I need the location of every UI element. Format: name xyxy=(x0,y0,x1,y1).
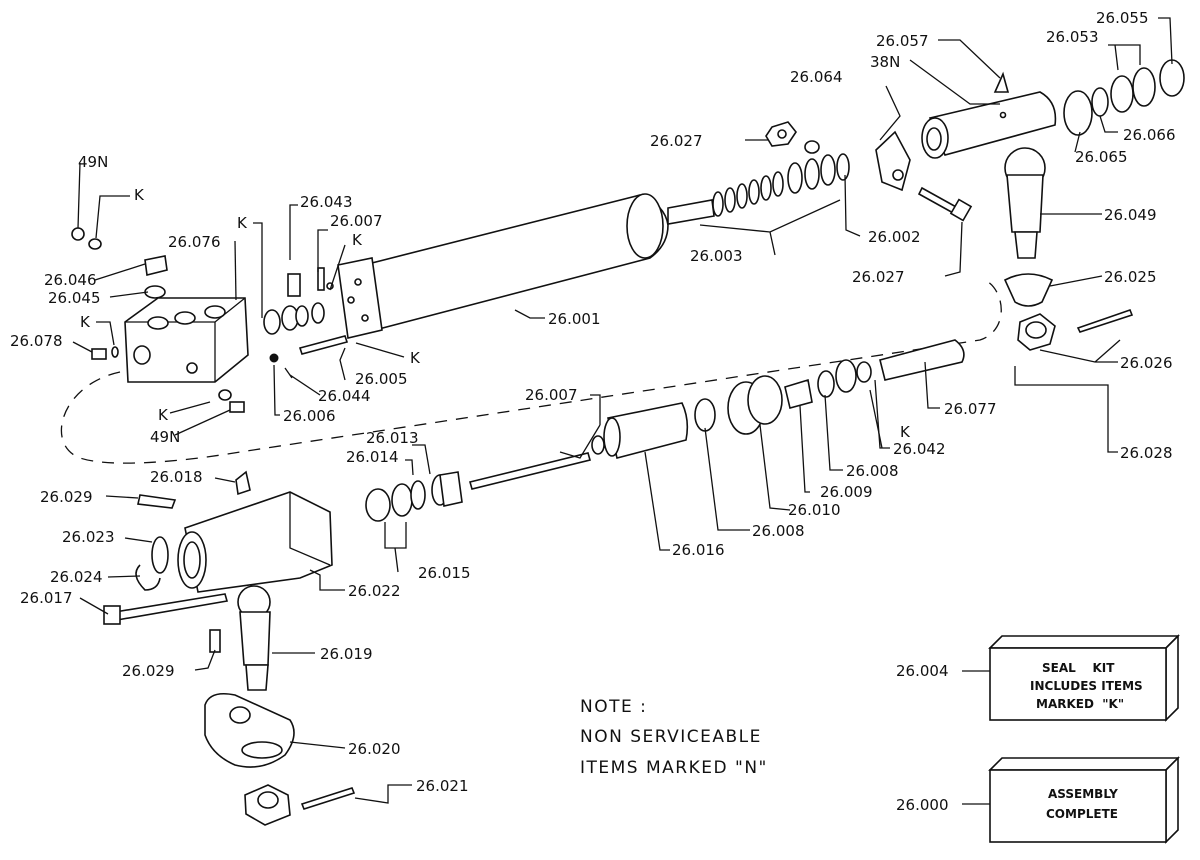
leader-lines xyxy=(72,17,1173,805)
seal-kit-box: SEAL KIT INCLUDES ITEMS MARKED "K" xyxy=(988,634,1180,722)
label-26-008-b: 26.008 xyxy=(752,522,805,540)
label-26-022: 26.022 xyxy=(348,582,401,600)
label-26-057: 26.057 xyxy=(876,32,929,50)
label-26-055: 26.055 xyxy=(1096,9,1149,27)
assembly-dashed-path xyxy=(60,279,1002,464)
label-26-042: 26.042 xyxy=(893,440,946,458)
label-49n-bottom: 49N xyxy=(150,428,180,446)
label-26-029-top: 26.029 xyxy=(40,488,93,506)
label-38n: 38N xyxy=(870,53,900,71)
label-26-064: 26.064 xyxy=(790,68,843,86)
dust-boot-right xyxy=(1003,273,1054,307)
label-26-007-upper: 26.007 xyxy=(330,212,383,230)
label-26-014: 26.014 xyxy=(346,448,399,466)
label-26-007-lower: 26.007 xyxy=(525,386,578,404)
label-26-065: 26.065 xyxy=(1075,148,1128,166)
clevis-bolt xyxy=(917,186,973,222)
label-26-027-top: 26.027 xyxy=(650,132,703,150)
cotter-pin-right xyxy=(1076,308,1134,333)
label-26-076: 26.076 xyxy=(168,233,221,251)
label-k-cylinder: K xyxy=(410,349,421,367)
lower-bracket xyxy=(204,692,295,768)
label-26-018: 26.018 xyxy=(150,468,203,486)
cotter-pin-lower xyxy=(300,787,356,810)
label-26-029-bottom: 26.029 xyxy=(122,662,175,680)
assembly-line-1: ASSEMBLY xyxy=(1048,787,1118,801)
label-26-043: 26.043 xyxy=(300,193,353,211)
cylinder-body xyxy=(337,193,715,339)
label-26-066: 26.066 xyxy=(1123,126,1176,144)
label-26-044: 26.044 xyxy=(318,387,371,405)
label-26-003: 26.003 xyxy=(690,247,743,265)
label-26-021: 26.021 xyxy=(416,777,469,795)
label-k-piston: K xyxy=(237,214,248,232)
end-plug-parts xyxy=(365,471,463,522)
piston-small-parts xyxy=(263,267,349,379)
label-26-017: 26.017 xyxy=(20,589,73,607)
label-26-046: 26.046 xyxy=(44,271,97,289)
label-26-023: 26.023 xyxy=(62,528,115,546)
tie-rod-bolt xyxy=(103,593,229,625)
ball-stud-right xyxy=(1004,147,1046,259)
label-26-006: 26.006 xyxy=(283,407,336,425)
label-26-010: 26.010 xyxy=(788,501,841,519)
label-26-078: 26.078 xyxy=(10,332,63,350)
label-26-026: 26.026 xyxy=(1120,354,1173,372)
label-k-left: K xyxy=(80,313,91,331)
seal-kit-line-2: INCLUDES ITEMS xyxy=(1030,679,1143,693)
piston-rings xyxy=(712,121,850,217)
label-26-013: 26.013 xyxy=(366,429,419,447)
label-26-004: 26.004 xyxy=(896,662,949,680)
end-tube xyxy=(921,71,1057,159)
label-k-spool: K xyxy=(900,423,911,441)
label-26-024: 26.024 xyxy=(50,568,103,586)
label-26-077: 26.077 xyxy=(944,400,997,418)
label-26-020: 26.020 xyxy=(348,740,401,758)
label-26-000: 26.000 xyxy=(896,796,949,814)
label-26-016: 26.016 xyxy=(672,541,725,559)
assembly-complete-box: ASSEMBLY COMPLETE xyxy=(988,756,1180,844)
label-k-rod: K xyxy=(352,231,363,249)
label-26-001: 26.001 xyxy=(548,310,601,328)
label-26-002: 26.002 xyxy=(868,228,921,246)
label-k-valve-top: K xyxy=(134,186,145,204)
note-line-2: NON SERVICEABLE xyxy=(580,727,762,747)
note-block: NOTE : NON SERVICEABLE ITEMS MARKED "N" xyxy=(580,697,768,778)
note-line-3: ITEMS MARKED "N" xyxy=(580,758,768,778)
label-26-009: 26.009 xyxy=(820,483,873,501)
label-26-053: 26.053 xyxy=(1046,28,1099,46)
label-26-028: 26.028 xyxy=(1120,444,1173,462)
label-26-015: 26.015 xyxy=(418,564,471,582)
spool-assembly xyxy=(469,339,965,490)
ball-stud-lower xyxy=(209,585,271,691)
castle-nut-lower xyxy=(244,784,291,826)
seal-kit-line-3: MARKED "K" xyxy=(1036,697,1124,711)
seal-kit-line-1: SEAL KIT xyxy=(1042,661,1115,675)
label-k-bottom: K xyxy=(158,406,169,424)
clevis xyxy=(875,130,911,192)
valve-small-parts xyxy=(71,227,245,413)
assembly-line-2: COMPLETE xyxy=(1046,807,1118,821)
label-26-019: 26.019 xyxy=(320,645,373,663)
label-49n-top: 49N xyxy=(78,153,108,171)
note-line-1: NOTE : xyxy=(580,697,647,717)
label-26-027-bolt: 26.027 xyxy=(852,268,905,286)
end-seals xyxy=(1063,59,1185,136)
label-26-045: 26.045 xyxy=(48,289,101,307)
part-labels: 26.001 26.002 26.003 26.027 26.027 26.06… xyxy=(10,9,1176,814)
valve-block xyxy=(124,297,249,383)
label-26-025: 26.025 xyxy=(1104,268,1157,286)
lower-housing xyxy=(135,470,333,593)
castle-nut-right xyxy=(1017,313,1056,351)
label-26-008-a: 26.008 xyxy=(846,462,899,480)
label-26-005: 26.005 xyxy=(355,370,408,388)
label-26-049: 26.049 xyxy=(1104,206,1157,224)
